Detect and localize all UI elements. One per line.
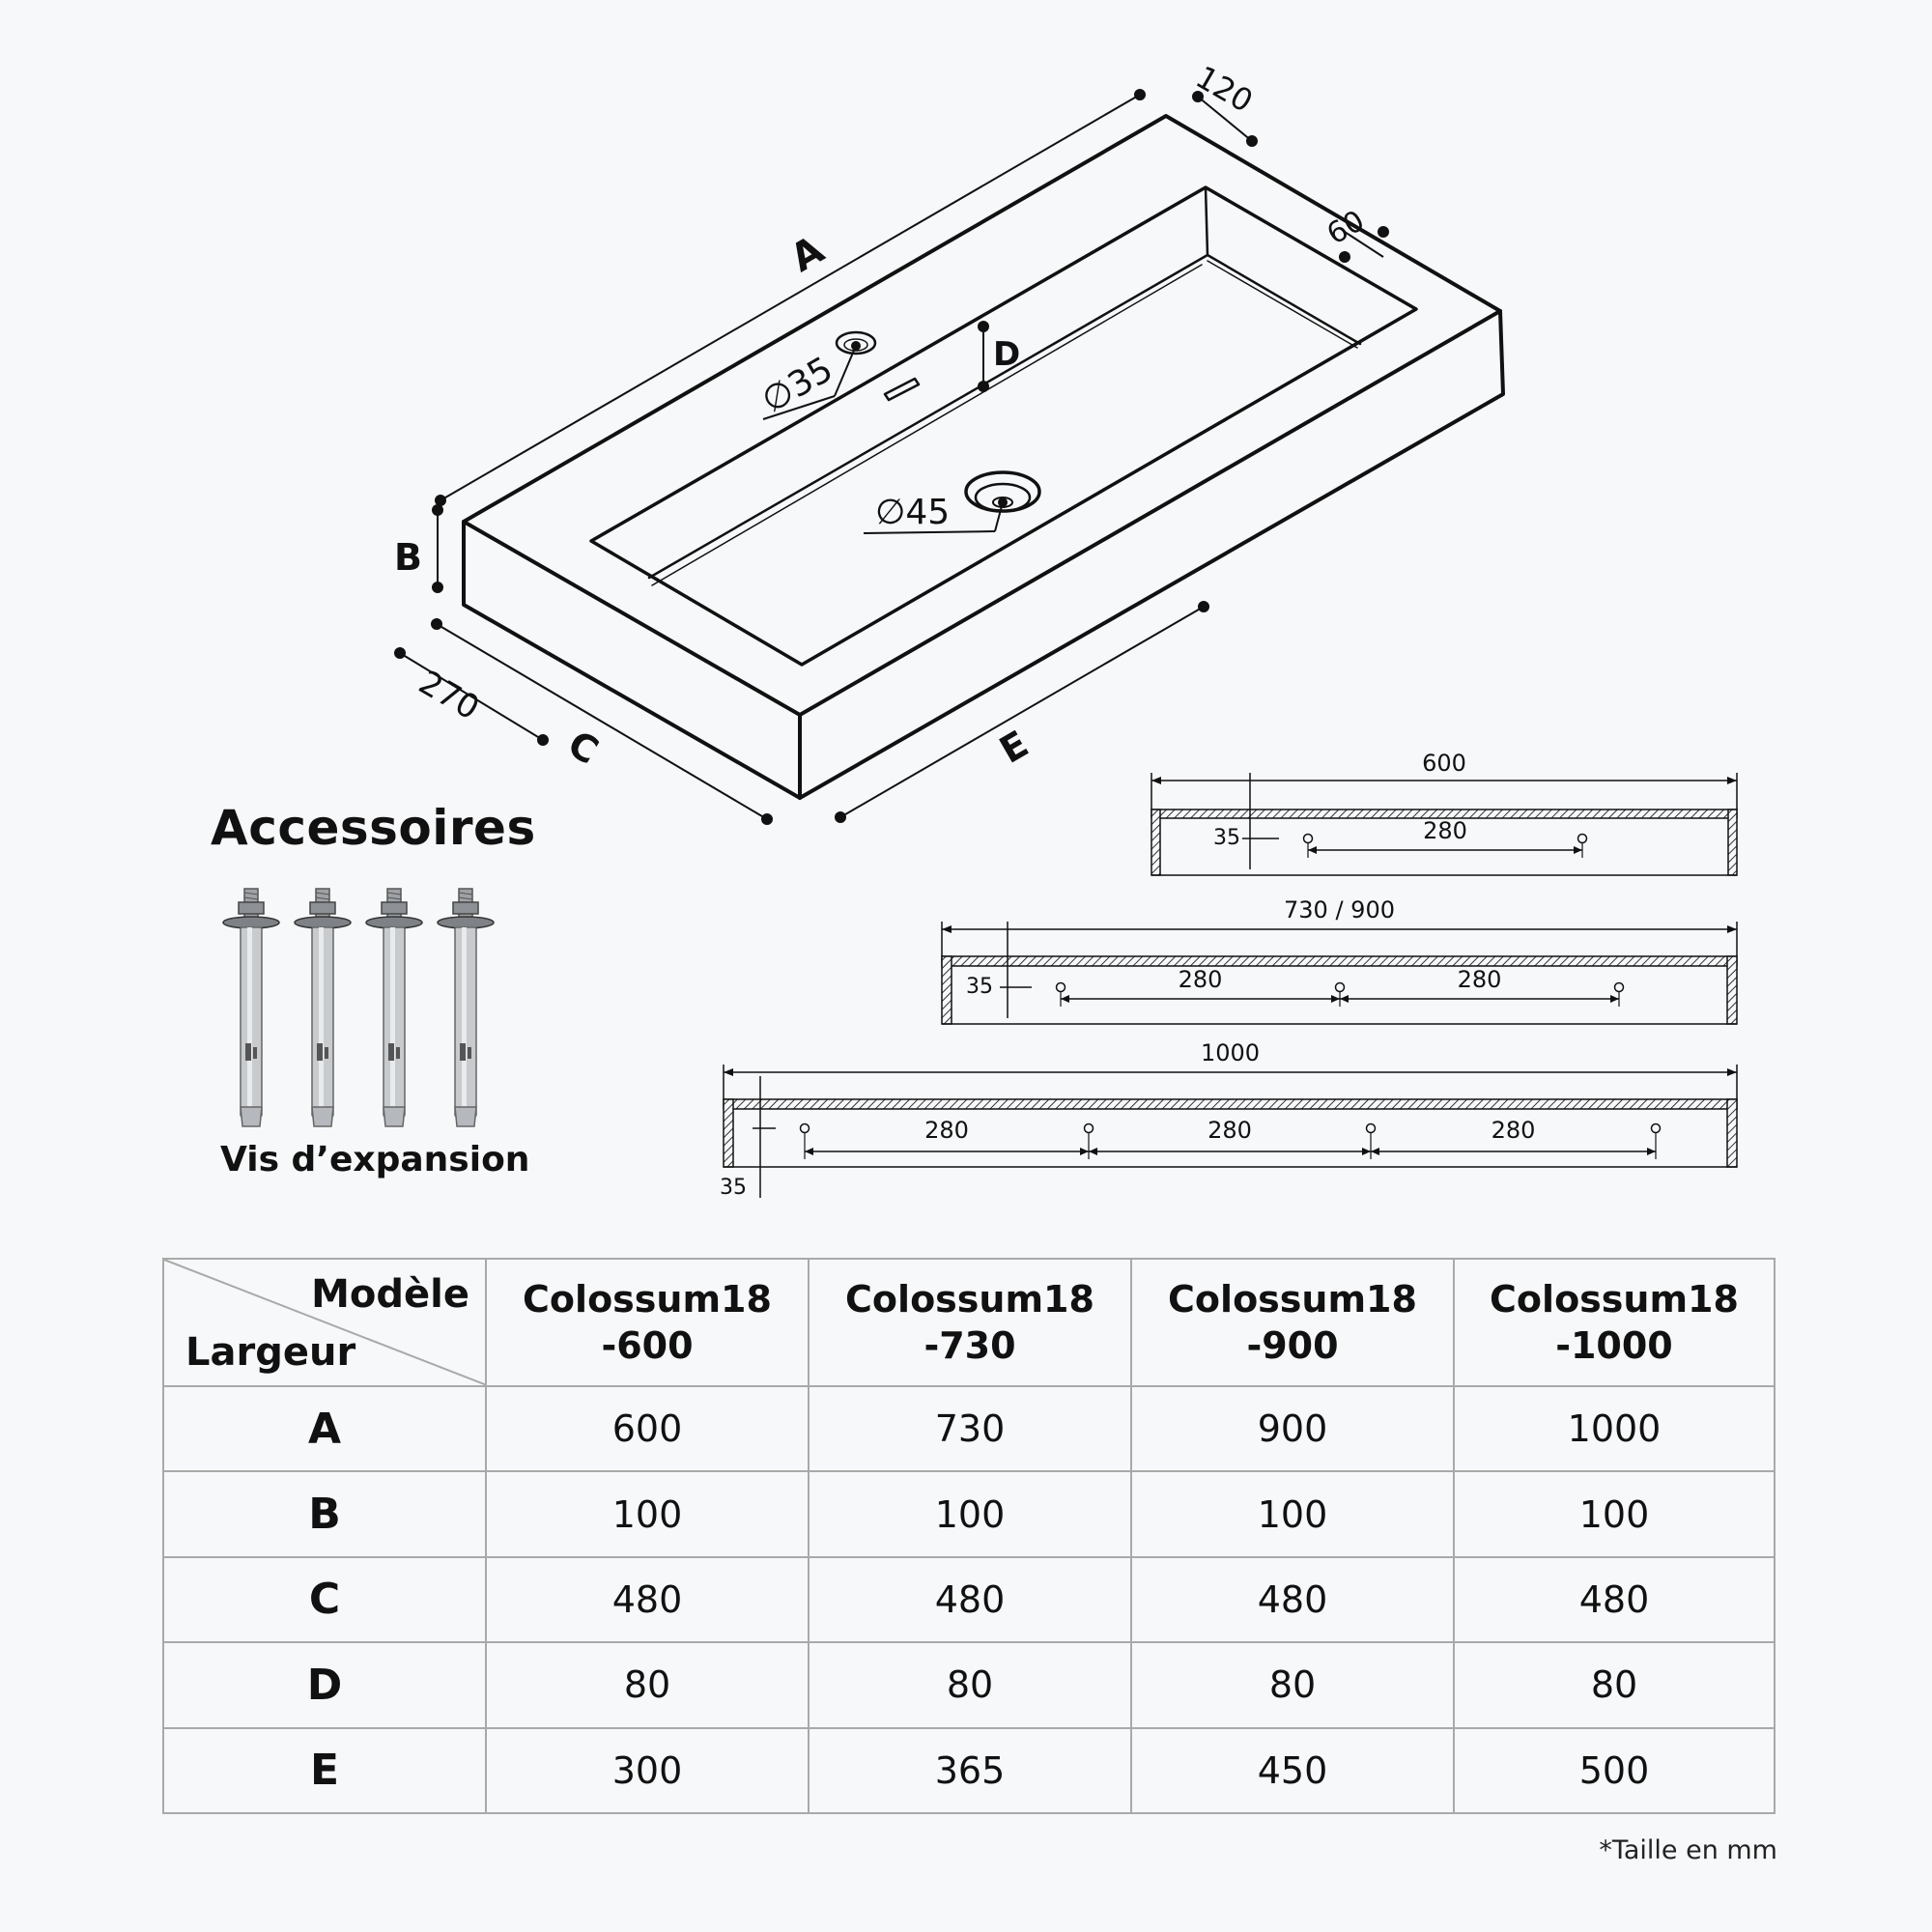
- mounting-hole: [1365, 1122, 1377, 1134]
- corner-model-label: Modèle: [311, 1272, 469, 1317]
- hole-spacing-label: 280: [1179, 966, 1223, 993]
- table-row: A 600 730 900 1000: [162, 1384, 1776, 1473]
- expansion-screw-icon: [222, 888, 280, 1127]
- sink-dimension-lines: [394, 89, 1389, 825]
- table-corner-cell: Modèle Largeur: [162, 1258, 487, 1387]
- header-model-900: Colossum18-900: [1130, 1258, 1455, 1387]
- table-cell: 600: [485, 1384, 810, 1473]
- sink-front-face: [462, 520, 802, 800]
- row-label-D: D: [162, 1641, 487, 1729]
- table-cell: 480: [1130, 1555, 1455, 1644]
- hole-spacing-label: 280: [1458, 966, 1502, 993]
- wall-bracket-3: 1000 35 280 280 280: [720, 1039, 1738, 1200]
- label-D: D: [993, 335, 1020, 374]
- table-header-row: Modèle Largeur Colossum18-600 Colossum18…: [162, 1258, 1776, 1387]
- table-cell: 100: [1453, 1470, 1776, 1558]
- basin-inner-left-wall: [647, 253, 1209, 580]
- table-cell: 500: [1453, 1726, 1776, 1815]
- table-cell: 80: [1453, 1641, 1776, 1729]
- row-label-A: A: [162, 1384, 487, 1473]
- dim-rim-depth: 120: [1189, 58, 1259, 119]
- label-E: E: [992, 723, 1035, 772]
- sink-isometric-drawing: [462, 114, 1505, 800]
- expansion-screws: [222, 888, 495, 1127]
- table-cell: 730: [808, 1384, 1132, 1473]
- bracket-offset-label: 35: [720, 1176, 747, 1200]
- basin-inner-back-wall: [1204, 185, 1362, 346]
- table-cell: 1000: [1453, 1384, 1776, 1473]
- basin-opening: [589, 185, 1418, 667]
- sink-top-outline: [462, 114, 1502, 717]
- expansion-screw-label: Vis d’expansion: [220, 1140, 530, 1179]
- bracket-offset-label: 35: [966, 975, 993, 999]
- bracket-offset-label: 35: [1213, 826, 1240, 850]
- bracket-length-label: 600: [1422, 750, 1466, 777]
- wall-bracket-2: 730 / 900 35 280 280: [941, 896, 1738, 1025]
- bracket-top-plate: [723, 1098, 1738, 1110]
- dim-tap-hole: ∅35: [755, 350, 839, 421]
- bracket-top-plate: [941, 955, 1738, 967]
- row-label-B: B: [162, 1470, 487, 1558]
- hole-spacing-label: 280: [1423, 817, 1467, 844]
- table-cell: 100: [808, 1470, 1132, 1558]
- wall-bracket-1: 600 35 280: [1151, 750, 1738, 876]
- wall-bracket-drawings: 600 35 280 730 / 900 35 280 280 1000 35 280 280 280: [720, 750, 1738, 1200]
- footnote: *Taille en mm: [1599, 1835, 1777, 1865]
- table-cell: 365: [808, 1726, 1132, 1815]
- mounting-hole: [799, 1122, 810, 1134]
- corner-diagonal: [165, 1261, 484, 1384]
- header-model-600: Colossum18-600: [485, 1258, 810, 1387]
- table-cell: 480: [1453, 1555, 1776, 1644]
- header-model-730: Colossum18-730: [808, 1258, 1132, 1387]
- table-row: B 100 100 100 100: [162, 1470, 1776, 1558]
- table-cell: 450: [1130, 1726, 1455, 1815]
- mounting-hole: [1055, 981, 1066, 993]
- table-row: C 480 480 480 480: [162, 1555, 1776, 1644]
- table-cell: 900: [1130, 1384, 1455, 1473]
- hole-spacing-label: 280: [1208, 1117, 1252, 1144]
- table-row: E 300 365 450 500: [162, 1726, 1776, 1815]
- mounting-hole: [1613, 981, 1625, 993]
- header-model-1000: Colossum18-1000: [1453, 1258, 1776, 1387]
- dim-drain-hole: ∅45: [875, 493, 950, 532]
- mounting-hole: [1302, 833, 1314, 844]
- row-label-C: C: [162, 1555, 487, 1644]
- label-A: A: [783, 228, 832, 281]
- table-cell: 100: [1130, 1470, 1455, 1558]
- mounting-hole: [1577, 833, 1588, 844]
- table-cell: 480: [485, 1555, 810, 1644]
- hole-spacing-label: 280: [924, 1117, 969, 1144]
- expansion-screw-icon: [294, 888, 352, 1127]
- table-row: D 80 80 80 80: [162, 1641, 1776, 1729]
- label-C: C: [561, 723, 606, 773]
- table-cell: 80: [808, 1641, 1132, 1729]
- table-cell: 80: [1130, 1641, 1455, 1729]
- basin-inner-left-wall-2: [651, 264, 1203, 586]
- label-B: B: [394, 536, 422, 579]
- corner-width-label: Largeur: [185, 1330, 356, 1375]
- sink-right-face: [798, 309, 1505, 800]
- mounting-hole: [1650, 1122, 1662, 1134]
- row-label-E: E: [162, 1726, 487, 1815]
- hole-spacing-label: 280: [1492, 1117, 1536, 1144]
- overflow-slot: [883, 377, 921, 402]
- expansion-screw-icon: [437, 888, 495, 1127]
- bracket-length-label: 730 / 900: [1284, 896, 1395, 923]
- tap-hole: [835, 330, 877, 355]
- table-cell: 80: [485, 1641, 810, 1729]
- mounting-hole: [1083, 1122, 1094, 1134]
- expansion-screw-icon: [365, 888, 423, 1127]
- mounting-hole: [1334, 981, 1346, 993]
- bracket-length-label: 1000: [1201, 1039, 1260, 1066]
- dimension-table: Modèle Largeur Colossum18-600 Colossum18…: [162, 1258, 1776, 1815]
- table-cell: 480: [808, 1555, 1132, 1644]
- accessories-title: Accessoires: [211, 800, 536, 856]
- table-cell: 300: [485, 1726, 810, 1815]
- table-cell: 100: [485, 1470, 810, 1558]
- dim-side-depth: 270: [412, 664, 486, 728]
